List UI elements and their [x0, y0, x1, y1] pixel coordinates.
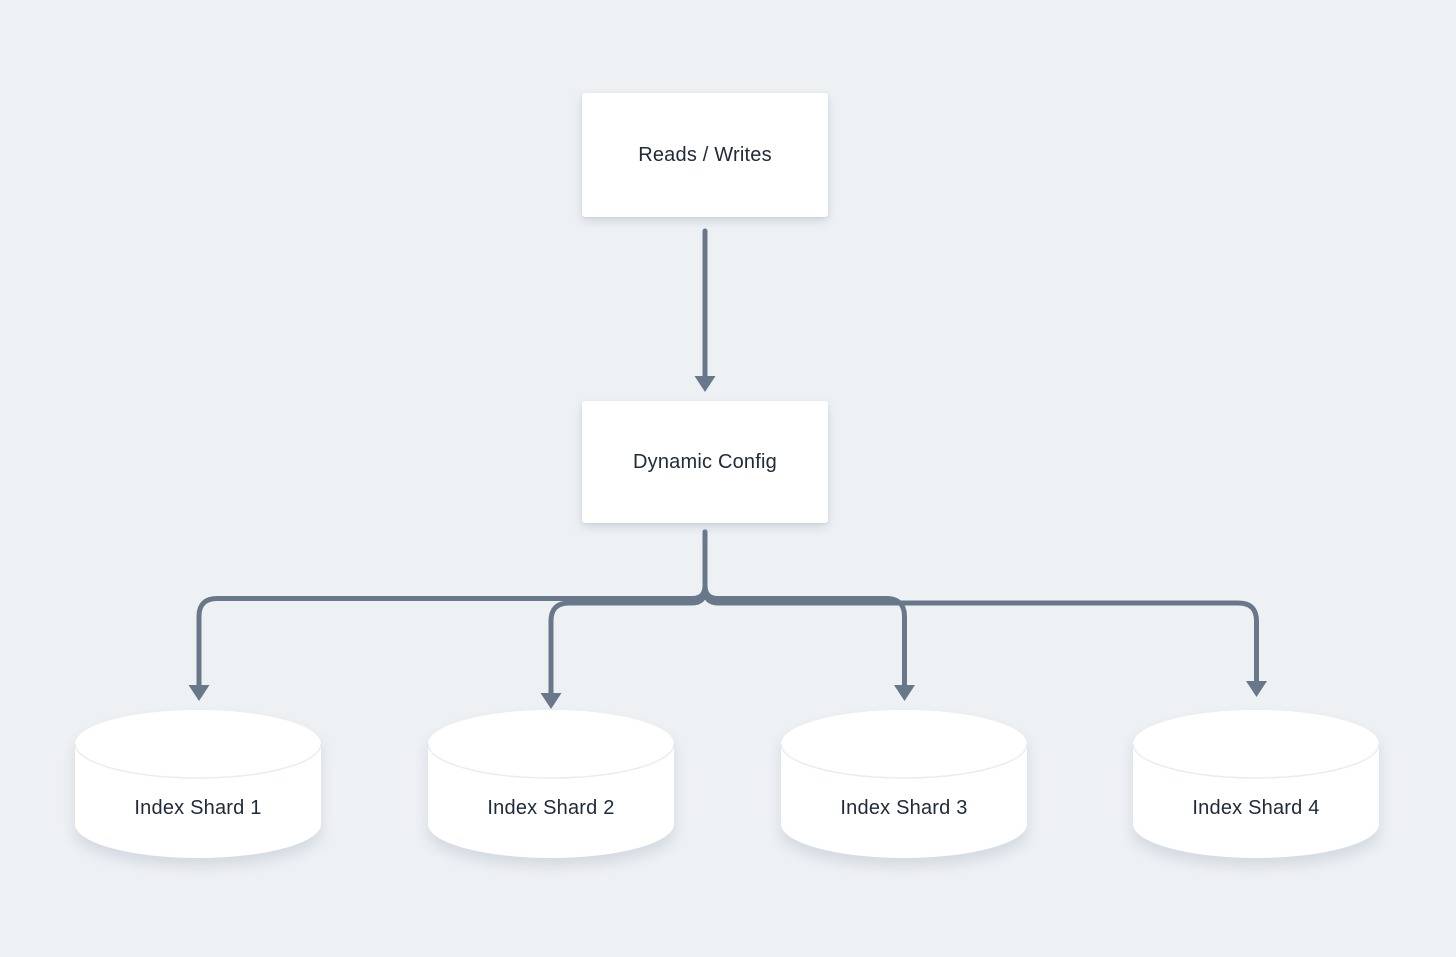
connector-router-to-shard-4 [702, 529, 1259, 684]
cylinder-top-edge [781, 743, 1027, 779]
database-cylinder-shard-3 [781, 710, 1027, 858]
connector-router-to-shard-1 [196, 529, 708, 688]
arrowhead-down-icon [694, 376, 716, 392]
arrowhead-down-icon [894, 685, 915, 701]
database-cylinder-shard-2 [428, 710, 674, 858]
connector-router-to-shard-2 [548, 529, 708, 696]
node-reads-writes-label: Reads / Writes [638, 143, 772, 166]
cylinder-top-edge [1133, 743, 1379, 779]
arrowhead-down-icon [1246, 681, 1267, 697]
connector-router-to-shard-3 [702, 529, 907, 688]
shard-2-label: Index Shard 2 [487, 796, 615, 819]
node-reads-writes: Reads / Writes [582, 93, 828, 217]
shard-3-label: Index Shard 3 [840, 796, 968, 819]
database-cylinder-shard-1 [75, 710, 321, 858]
cylinder-top-edge [75, 743, 321, 779]
shard-4-label: Index Shard 4 [1192, 796, 1320, 819]
shard-4-label-wrap: Index Shard 4 [1133, 790, 1379, 826]
cylinder-top-edge [428, 743, 674, 779]
shard-3-label-wrap: Index Shard 3 [781, 790, 1027, 826]
shard-2-label-wrap: Index Shard 2 [428, 790, 674, 826]
node-dynamic-config: Dynamic Config [582, 401, 828, 523]
cylinder-silhouette [781, 710, 1027, 858]
database-cylinder-shard-4 [1133, 710, 1379, 858]
cylinder-silhouette [75, 710, 321, 858]
cylinder-silhouette [1133, 710, 1379, 858]
arrowhead-down-icon [540, 693, 562, 709]
node-dynamic-config-label: Dynamic Config [633, 450, 777, 473]
cylinder-silhouette [428, 710, 674, 858]
shard-1-label: Index Shard 1 [134, 796, 262, 819]
shard-1-label-wrap: Index Shard 1 [75, 790, 321, 826]
arrowhead-down-icon [188, 685, 210, 701]
